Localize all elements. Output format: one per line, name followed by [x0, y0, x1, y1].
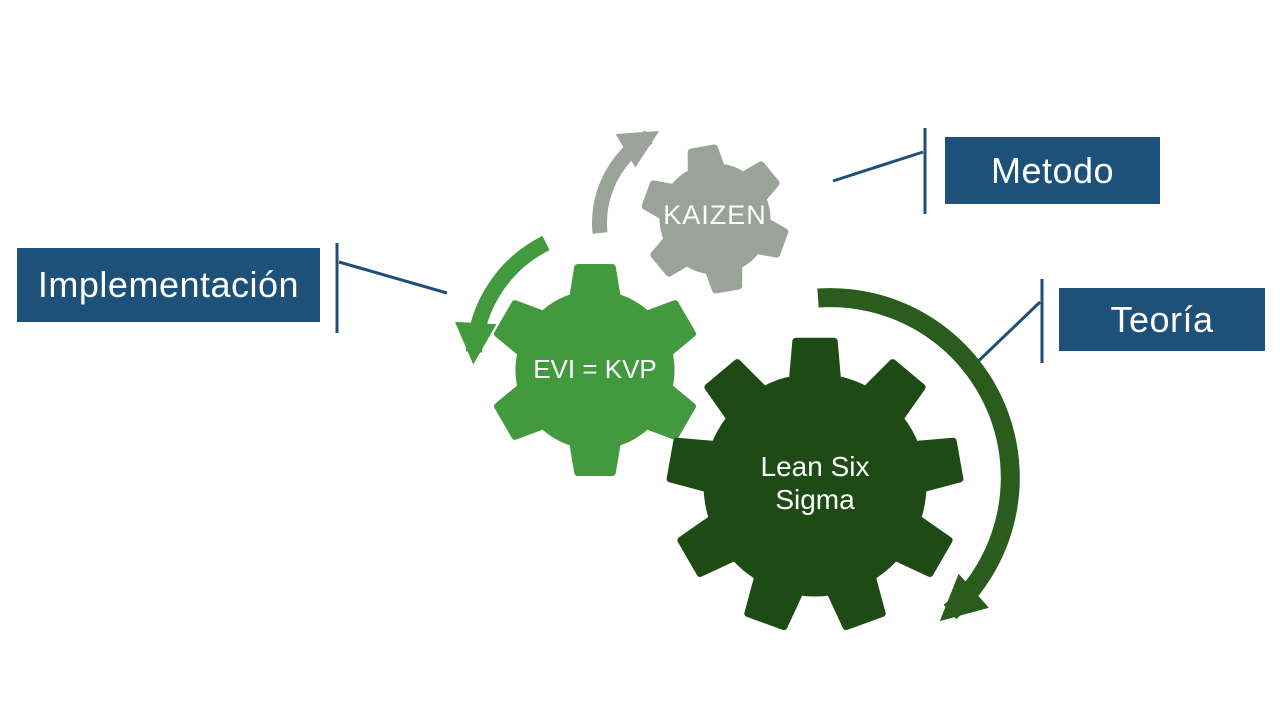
lean-rotation-arrow-icon [817, 288, 1020, 622]
evi-gear-label: EVI = KVP [533, 354, 657, 384]
lean-gear-label-line2: Sigma [775, 484, 855, 515]
metodo-connector-line [832, 150, 924, 183]
implementacion-connector-line [338, 260, 448, 295]
teoria-label: Teoría [1110, 298, 1214, 340]
kaizen-rotation-arrow-icon [592, 130, 660, 234]
lean-gear-label-line1: Lean Six [760, 451, 870, 482]
metodo-label-box: Metodo [945, 137, 1160, 204]
lean-six-sigma-gear [666, 337, 964, 631]
kaizen-gear-label: KAIZEN [663, 200, 767, 230]
implementacion-label: Implementación [37, 264, 300, 305]
kaizen-gear [641, 144, 789, 294]
implementacion-label-box: Implementación [17, 248, 320, 322]
teoria-label-box: Teoría [1059, 288, 1265, 351]
lean-gear-label: Lean Six Sigma [705, 450, 925, 516]
metodo-label: Metodo [990, 149, 1115, 191]
evi-kvp-gear [494, 264, 696, 476]
evi-rotation-arrow-icon [454, 235, 550, 365]
